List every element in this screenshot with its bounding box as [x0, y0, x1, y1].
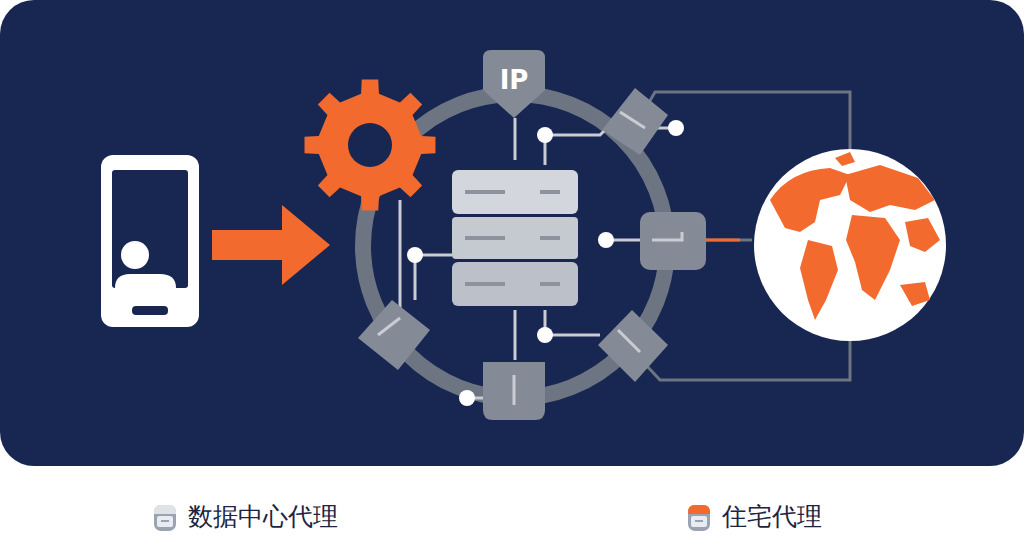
ip-shield: IP — [483, 50, 545, 118]
server-stack — [452, 170, 578, 306]
orange-link — [705, 239, 740, 242]
wire-stems — [400, 118, 675, 398]
node-label: IP — [500, 67, 529, 101]
gear-body — [305, 80, 436, 211]
phone-icon — [101, 155, 199, 327]
legend-entry: 住宅代理 — [686, 500, 822, 533]
globe-icon — [754, 149, 946, 341]
flow-arrow — [212, 205, 330, 285]
background-panel — [0, 0, 1024, 466]
gear-hole — [348, 123, 392, 167]
legend-icon — [152, 502, 178, 532]
gear-icon — [305, 80, 436, 211]
legend-entry: 数据中心代理 — [152, 500, 338, 533]
legend-text: 数据中心代理 — [188, 500, 338, 533]
legend-text: 住宅代理 — [722, 500, 822, 533]
ring-node-marks — [378, 112, 682, 405]
legend-icon — [686, 502, 712, 532]
